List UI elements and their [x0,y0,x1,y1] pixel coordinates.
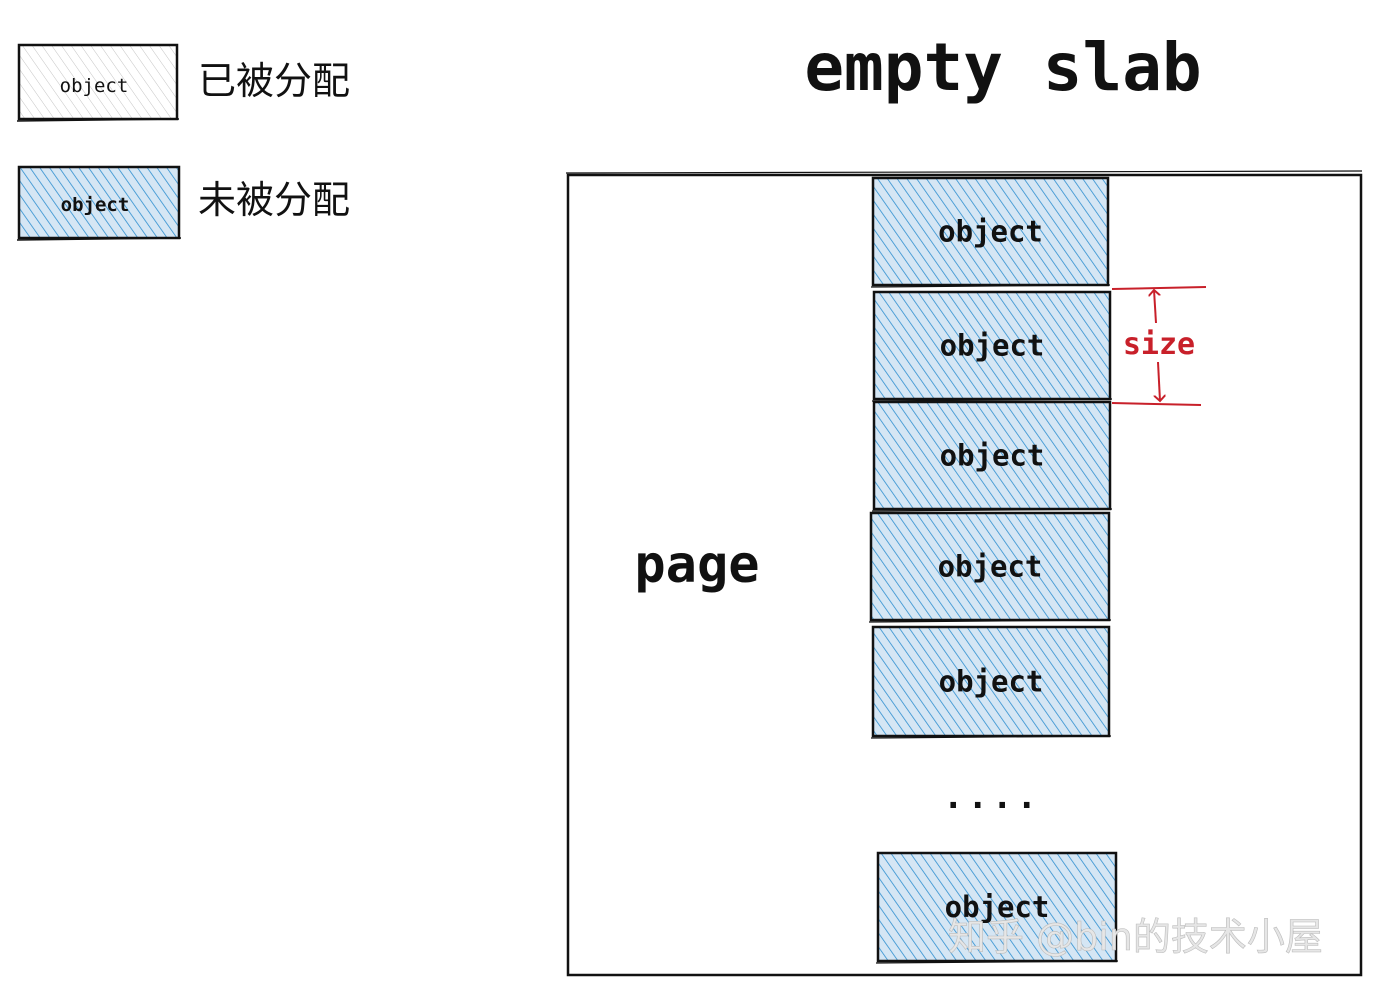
ellipsis: .... [943,777,1041,817]
objects-column: object object object object object object [868,176,1119,964]
object-box [872,400,1112,511]
legend-allocated-box-label: object [60,75,129,97]
object-box [871,625,1111,738]
size-bottom-guide [1111,402,1202,406]
size-top-guide [1111,286,1207,290]
object-box [871,176,1110,287]
object-box [872,290,1112,401]
object-block: object [875,851,1119,964]
legend-free-box-label: object [61,194,130,216]
watermark: 知乎 @bin的技术小屋 [948,915,1323,959]
diagram-title: empty slab [804,29,1201,106]
object-label: object [940,329,1045,363]
object-block: object [870,176,1111,288]
object-block: object [870,625,1112,739]
object-label: object [938,215,1043,249]
size-arrow-down [1158,361,1160,401]
legend-allocated-text: 已被分配 [198,59,350,103]
object-box-sketch-edge [871,508,1113,512]
legend-allocated: object 已被分配 [16,43,350,122]
legend-free-text: 未被分配 [198,178,350,222]
object-label: object [938,550,1043,584]
object-box [869,511,1111,622]
object-box [876,851,1118,963]
object-box-sketch-edge [871,398,1113,402]
object-label: object [939,665,1044,699]
page-label: page [634,535,759,595]
size-annotation: size [1111,286,1207,406]
object-box-sketch-edge [870,284,1111,288]
legend-free: object 未被分配 [16,165,350,241]
object-box-sketch-edge [875,960,1119,964]
size-label: size [1123,327,1195,362]
object-box-sketch-edge [868,619,1112,623]
object-block: object [871,400,1113,512]
object-block: object [871,290,1113,402]
object-label: object [945,890,1050,924]
size-arrow-up [1154,290,1156,324]
object-block: object [868,511,1112,623]
object-label: object [940,439,1045,473]
page-frame [565,170,1363,977]
legend-free-swatch [17,165,181,240]
legend-allocated-swatch [17,43,179,121]
object-box-sketch-edge [870,735,1112,739]
